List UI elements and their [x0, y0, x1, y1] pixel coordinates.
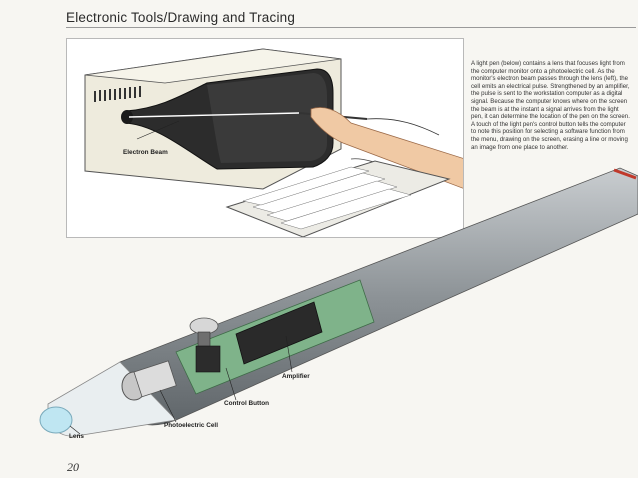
- photoelectric-cell: [121, 371, 147, 401]
- electron-beam-leader: [136, 120, 180, 140]
- crt-neck: [121, 110, 133, 124]
- photoelectric-cell-body: [133, 360, 177, 398]
- control-button-stem: [197, 331, 211, 363]
- monitor-top: [84, 48, 342, 84]
- monitor-illustration: [66, 38, 464, 238]
- circuit-board: [175, 279, 375, 395]
- crt-screen: [207, 73, 327, 163]
- header-rule: [66, 27, 636, 28]
- lens: [39, 406, 73, 434]
- label-lens: Lens: [69, 433, 84, 440]
- label-electron-beam: Electron Beam: [123, 149, 168, 156]
- control-switch: [195, 345, 221, 373]
- monitor-vents: [94, 86, 141, 102]
- label-control-button: Control Button: [224, 400, 270, 407]
- caption-text: A light pen (below) contains a lens that…: [471, 60, 630, 151]
- electron-beam-line: [128, 112, 300, 118]
- monitor-drawing: [84, 48, 463, 237]
- page-number: 20: [67, 460, 79, 474]
- page-title: Electronic Tools/Drawing and Tracing: [66, 10, 296, 25]
- label-amplifier: Amplifier: [282, 373, 310, 380]
- pen-tip: [47, 361, 177, 437]
- amplifier-chip: [235, 301, 323, 365]
- pen-trim: [613, 168, 637, 180]
- label-leaders: [69, 335, 293, 435]
- control-button: [189, 317, 219, 335]
- pen-cable: [366, 118, 440, 136]
- label-photoelectric-cell: Photoelectric Cell: [164, 422, 218, 429]
